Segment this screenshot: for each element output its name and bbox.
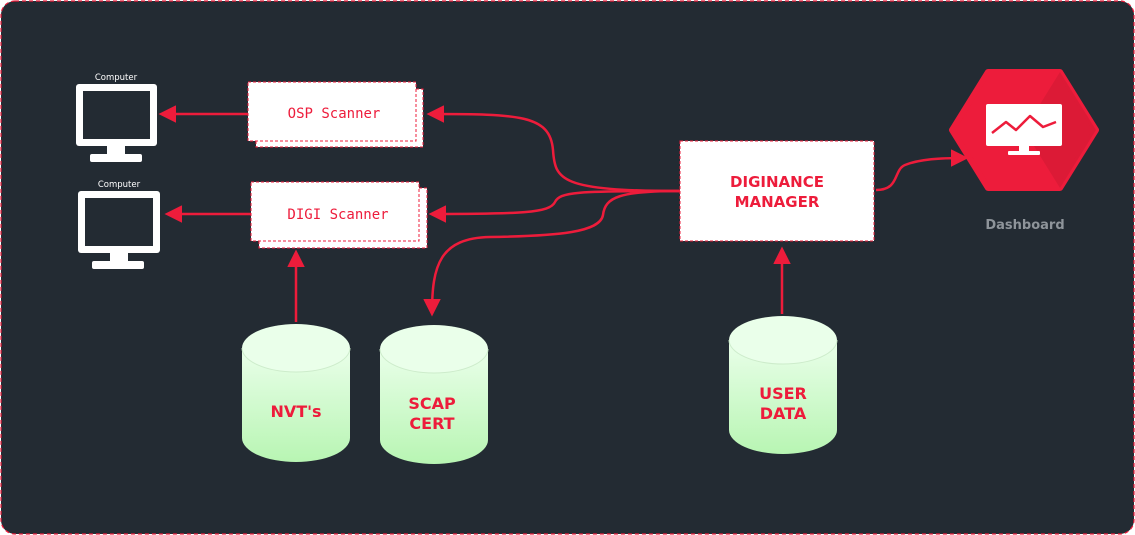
database-nvts: NVT's — [241, 324, 351, 462]
arrow-manager-to-digi — [428, 189, 681, 223]
digi-scanner-label: DIGI Scanner — [287, 207, 388, 223]
dashboard-node: Dashboard — [949, 69, 1099, 233]
database-user-label-line2: DATA — [760, 404, 807, 423]
database-user-label-line1: USER — [759, 384, 807, 403]
monitor-icon — [76, 84, 157, 162]
osp-scanner-label: OSP Scanner — [288, 106, 381, 122]
database-user-data: USER DATA — [728, 316, 838, 454]
osp-scanner-node: OSP Scanner — [247, 81, 424, 148]
computer-2: Computer — [78, 180, 160, 269]
database-scap-cert: SCAP CERT — [379, 325, 489, 464]
manager-label-line1: DIGINANCE — [730, 173, 824, 191]
computer-2-label: Computer — [98, 180, 141, 190]
dashboard-label: Dashboard — [985, 218, 1064, 233]
arrow-manager-to-scap — [423, 189, 681, 317]
database-scap-label-line2: CERT — [409, 414, 454, 433]
database-nvts-label: NVT's — [270, 402, 321, 421]
manager-label-line2: MANAGER — [735, 193, 820, 211]
computer-1: Computer — [76, 73, 157, 162]
monitor-icon — [78, 191, 160, 269]
dashboard-chart-icon — [986, 104, 1062, 155]
arrow-manager-to-dashboard — [875, 149, 969, 192]
arrow-manager-to-osp — [426, 105, 681, 193]
computer-1-label: Computer — [95, 73, 138, 83]
connectors — [158, 105, 969, 322]
diginance-manager-node: DIGINANCE MANAGER — [679, 140, 875, 242]
digi-scanner-node: DIGI Scanner — [250, 181, 428, 249]
database-scap-label-line1: SCAP — [408, 394, 456, 413]
